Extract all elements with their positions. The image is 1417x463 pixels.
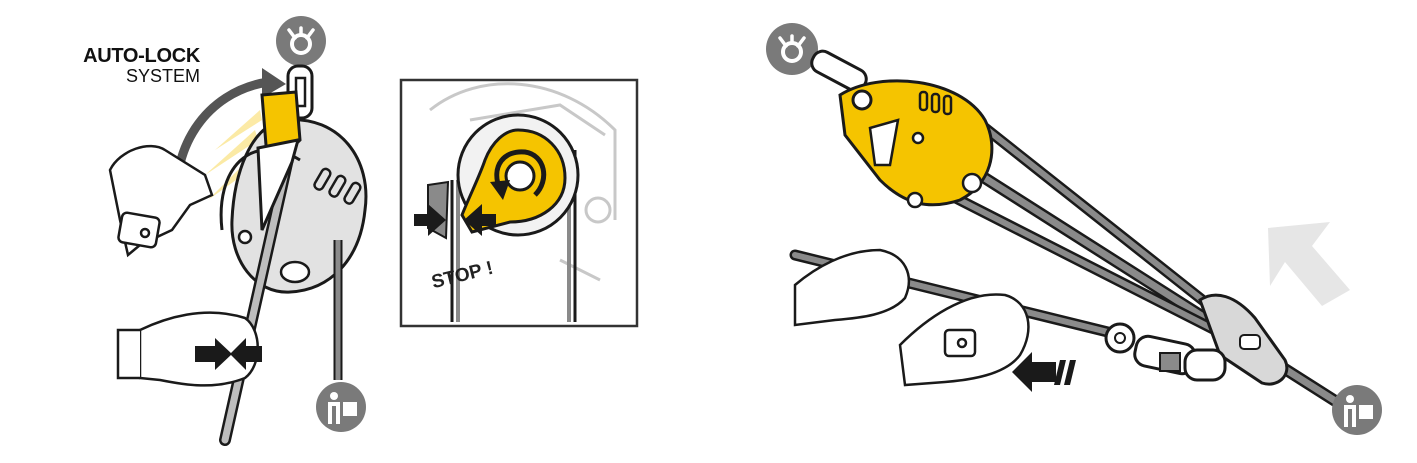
- press-arrow-right-icon: [414, 204, 446, 236]
- open-hand-left: [108, 144, 214, 258]
- right-scene: [766, 23, 1382, 435]
- auto-lock-subtitle: SYSTEM: [125, 66, 200, 86]
- inset-panel: STOP !: [399, 78, 639, 328]
- auto-lock-title: AUTO-LOCK: [83, 45, 200, 67]
- haul-direction-arrow-icon: [1268, 222, 1350, 306]
- anchor-ring-icon-right: [766, 23, 818, 75]
- squeeze-arrow-right-icon: [195, 338, 232, 370]
- release-handle-left: [256, 138, 301, 231]
- pull-arrow-icon: [1012, 352, 1056, 392]
- squeeze-arrow-left-icon: [230, 338, 262, 370]
- left-scene: [108, 16, 368, 446]
- hauling-hand-rear: [793, 248, 911, 327]
- press-arrow-left-icon: [464, 204, 496, 236]
- person-with-load-icon: [316, 382, 366, 432]
- person-with-load-icon-right: [1332, 385, 1382, 435]
- hauling-hand-front: [898, 293, 1030, 387]
- auto-lock-label: AUTO-LOCK SYSTEM: [55, 46, 200, 85]
- anchor-ring-icon: [276, 16, 326, 66]
- rotation-arrow-inset-icon: [494, 149, 547, 197]
